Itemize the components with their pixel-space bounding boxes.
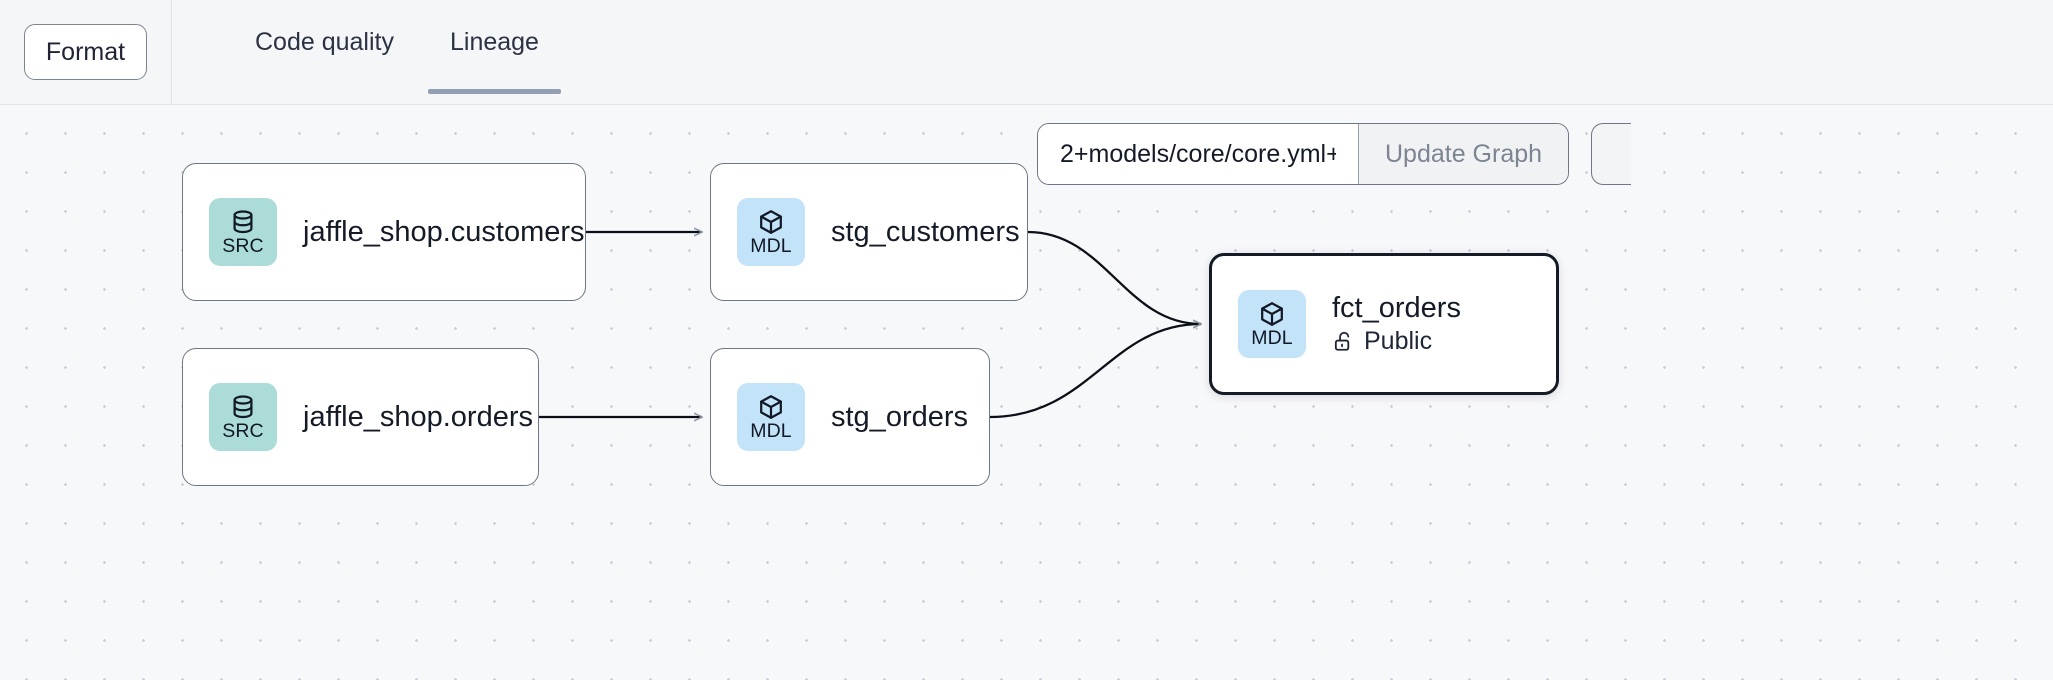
src-badge: SRC <box>209 383 277 451</box>
mdl-badge-label: MDL <box>750 419 792 442</box>
graph-controls: Update Graph <box>1037 123 1632 185</box>
node-visibility: Public <box>1332 327 1461 356</box>
edge-stg-orders-to-fct-orders <box>989 324 1201 419</box>
node-body: stg_orders <box>831 400 969 433</box>
node-title: fct_orders <box>1332 291 1461 324</box>
cube-icon <box>760 394 782 419</box>
node-selector-group: Update Graph <box>1037 123 1570 185</box>
tab-code-quality[interactable]: Code quality <box>255 27 394 56</box>
unlock-icon <box>1334 332 1350 351</box>
node-title: jaffle_shop.customers <box>303 215 585 248</box>
mdl-badge: MDL <box>1238 290 1306 358</box>
src-badge: SRC <box>209 198 277 266</box>
tab-bar: Code quality Lineage <box>172 0 2053 104</box>
node-selector-input[interactable] <box>1038 124 1358 184</box>
top-toolbar: Format Code quality Lineage <box>0 0 2053 105</box>
lineage-canvas[interactable]: SRC jaffle_shop.customers MDL stg_custom… <box>0 105 2053 680</box>
database-icon <box>233 210 253 233</box>
graph-node-src-customers[interactable]: SRC jaffle_shop.customers <box>182 163 586 301</box>
database-icon <box>233 395 253 418</box>
src-badge-label: SRC <box>222 419 264 442</box>
update-graph-button[interactable]: Update Graph <box>1358 124 1569 184</box>
graph-node-fct-orders[interactable]: MDL fct_orders Public <box>1209 253 1559 395</box>
node-body: stg_customers <box>831 215 1020 248</box>
node-title: jaffle_shop.orders <box>303 400 534 433</box>
node-title: stg_customers <box>831 215 1020 248</box>
cube-icon <box>1261 301 1283 326</box>
node-body: fct_orders Public <box>1332 292 1461 356</box>
mdl-badge: MDL <box>737 383 805 451</box>
tab-lineage[interactable]: Lineage <box>422 0 567 104</box>
format-zone: Format <box>0 0 172 104</box>
graph-node-stg-orders[interactable]: MDL stg_orders <box>710 348 990 486</box>
mdl-badge-label: MDL <box>1251 326 1293 349</box>
cube-icon <box>760 209 782 234</box>
edge-stg-customers-to-fct-orders <box>1027 230 1201 324</box>
node-body: jaffle_shop.orders <box>303 400 534 433</box>
graph-options-button[interactable] <box>1591 123 1632 185</box>
graph-node-src-orders[interactable]: SRC jaffle_shop.orders <box>182 348 539 486</box>
format-button[interactable]: Format <box>23 24 148 80</box>
src-badge-label: SRC <box>222 234 264 257</box>
mdl-badge-label: MDL <box>750 234 792 257</box>
node-title: stg_orders <box>831 400 969 433</box>
node-body: jaffle_shop.customers <box>303 215 585 248</box>
mdl-badge: MDL <box>737 198 805 266</box>
node-visibility-label: Public <box>1364 327 1433 356</box>
graph-node-stg-customers[interactable]: MDL stg_customers <box>710 163 1028 301</box>
